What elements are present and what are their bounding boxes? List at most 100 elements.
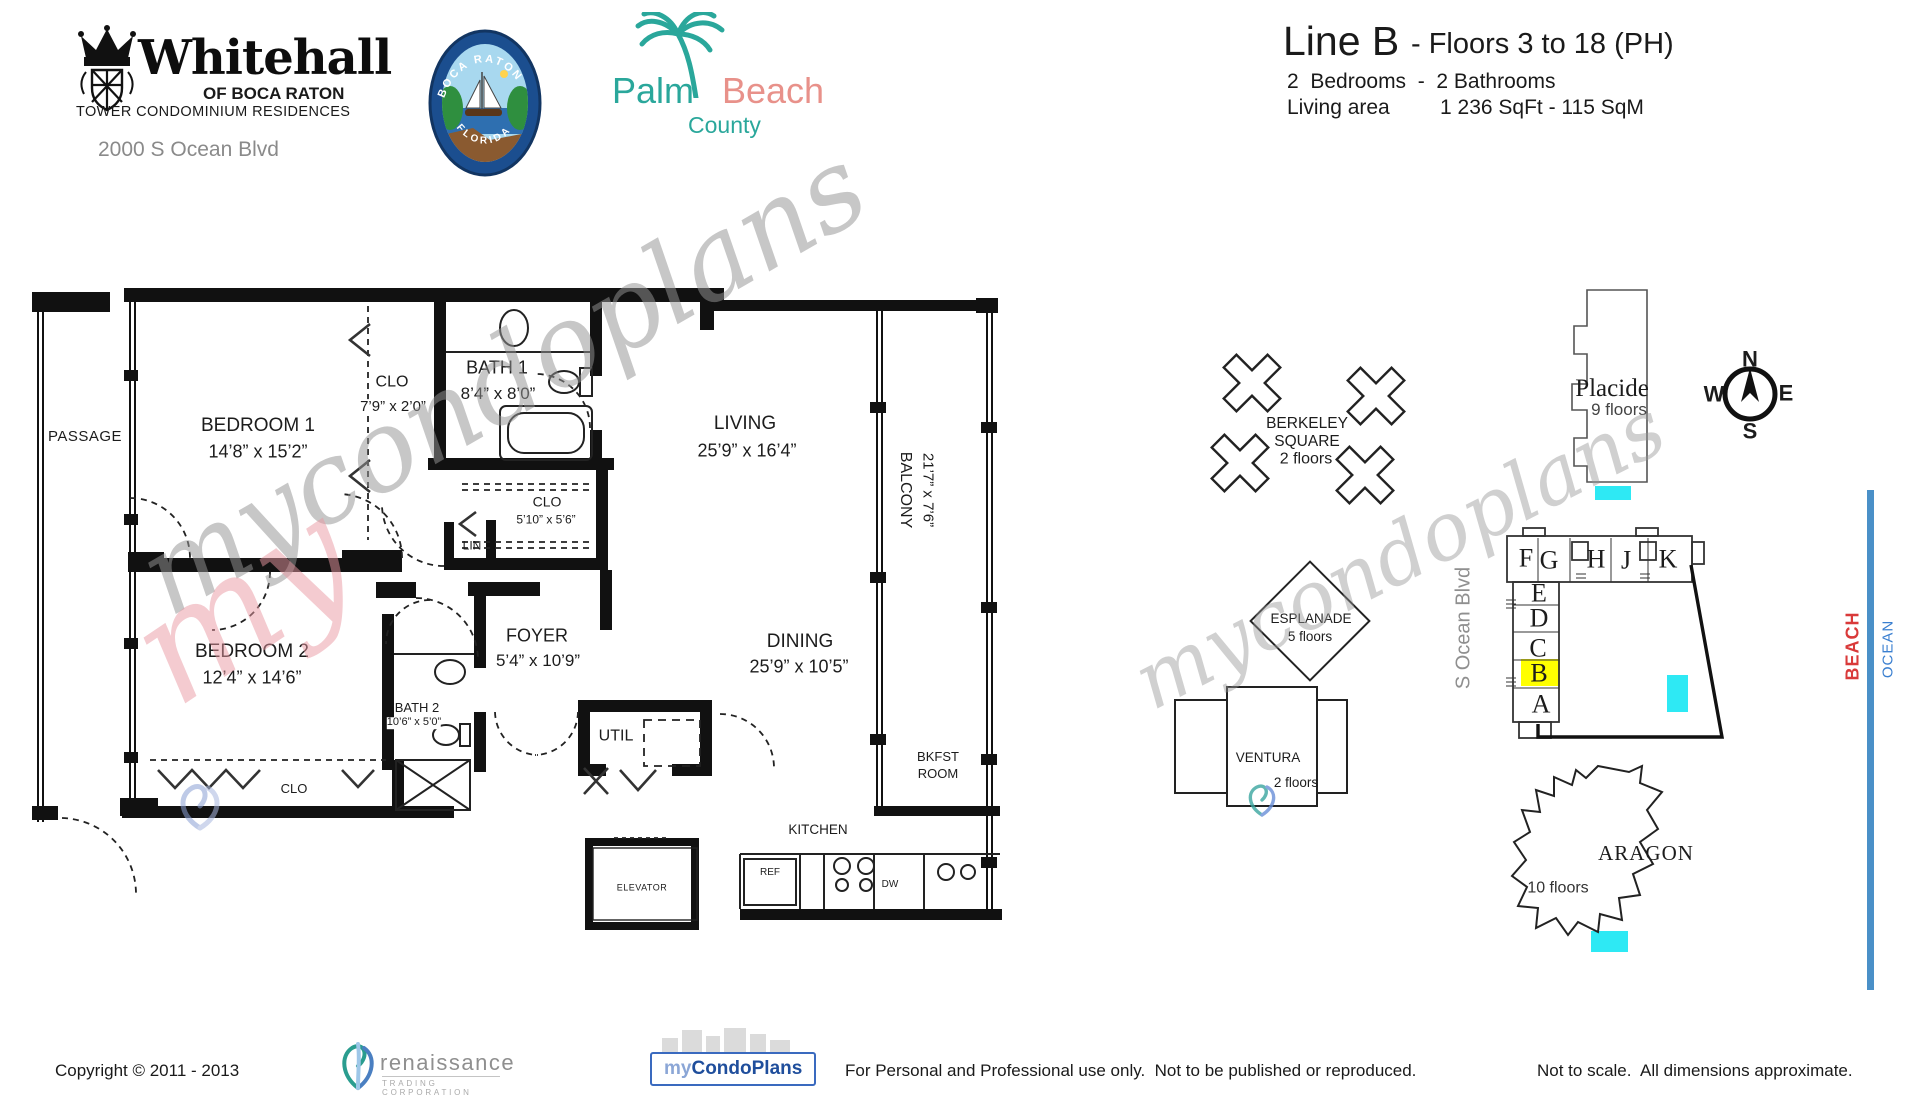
- room-elevator: ELEVATOR: [616, 882, 668, 893]
- unit-a: A: [1531, 689, 1551, 719]
- palm-word: Palm: [612, 70, 695, 111]
- room-dining: DINING: [766, 631, 834, 653]
- renaissance-name: renaissance: [380, 1050, 516, 1075]
- title-living-value: 1 236 SqFt - 115 SqM: [1440, 96, 1644, 119]
- county-word: County: [688, 112, 761, 138]
- watermark-flower-icon: [180, 784, 220, 831]
- esplanade-label-2: 5 floors: [1287, 628, 1333, 644]
- compass-n: N: [1742, 346, 1758, 372]
- unit-g: G: [1539, 545, 1559, 575]
- skyline-icon: [662, 1028, 790, 1054]
- unit-f: F: [1518, 543, 1534, 573]
- room-balcony-dims: 21’7” x 7’6”: [919, 452, 937, 528]
- esplanade-building: [1249, 560, 1371, 682]
- boca-raton-seal-icon: BOCA RATON FLORIDA: [428, 29, 542, 177]
- pools: [1591, 486, 1688, 952]
- usage-text: For Personal and Professional use only. …: [845, 1061, 1417, 1080]
- title-bedbath: 2 Bedrooms - 2 Bathrooms: [1287, 70, 1556, 93]
- ocean-label: OCEAN: [1879, 619, 1897, 679]
- placide-building: [1571, 289, 1648, 483]
- copyright-text: Copyright © 2011 - 2013: [55, 1061, 240, 1080]
- room-lin: LIN: [462, 538, 482, 553]
- room-bath1-dims: 8’4” x 8’0”: [460, 384, 536, 404]
- title-living-label: Living area: [1287, 96, 1390, 119]
- compass-s: S: [1742, 418, 1758, 444]
- room-util: UTIL: [598, 727, 634, 745]
- whitehall-building: [1506, 527, 1725, 739]
- window-ticks: [124, 370, 997, 868]
- room-passage: PASSAGE: [47, 428, 123, 446]
- room-bkfst-line2: ROOM: [917, 766, 959, 782]
- renaissance-flower-icon: [342, 1042, 374, 1090]
- room-bkfst-line1: BKFST: [917, 749, 959, 765]
- ventura-label-1: VENTURA: [1235, 749, 1301, 765]
- floorplan-drawing: [32, 288, 1002, 930]
- appliance-dw: DW: [881, 878, 899, 891]
- footer: Copyright © 2011 - 2013 renaissance TRAD…: [0, 1020, 1920, 1108]
- brand-residences: TOWER CONDOMINIUM RESIDENCES: [76, 104, 351, 120]
- brand-address: 2000 S Ocean Blvd: [98, 138, 279, 161]
- berkeley-label-3: 2 floors: [1279, 450, 1333, 468]
- room-foyer-dims: 5’4” x 10’9”: [495, 651, 581, 671]
- placide-label: Placide: [1575, 374, 1649, 402]
- unit-b-highlight: [1521, 659, 1560, 686]
- room-clo2-dims: 5’10” x 5’6”: [516, 512, 576, 527]
- room-clo3: CLO: [280, 781, 308, 797]
- placide-floors: 9 floors: [1591, 400, 1647, 420]
- room-living: LIVING: [713, 413, 777, 435]
- unit-c: C: [1529, 633, 1547, 663]
- unit-d: D: [1529, 603, 1549, 633]
- room-bath1: BATH 1: [466, 357, 528, 378]
- header: Whitehall OF BOCA RATON TOWER CONDOMINIU…: [0, 0, 1920, 180]
- title-floors: - Floors 3 to 18 (PH): [1411, 28, 1674, 60]
- room-foyer: FOYER: [505, 625, 569, 646]
- renaissance-subtitle: TRADING CORPORATION: [382, 1076, 500, 1097]
- dashed-elements: [61, 306, 775, 895]
- room-balcony: BALCONY: [897, 451, 914, 529]
- whitehall-crest-icon: [78, 25, 136, 112]
- mycondoplans-rest: CondoPlans: [691, 1058, 803, 1079]
- unit-h: H: [1586, 544, 1606, 574]
- aragon-label: ARAGON: [1598, 840, 1694, 865]
- shoreline: [1867, 490, 1874, 990]
- palm-tree-icon: [635, 12, 725, 98]
- beach-label: BEACH: [1842, 611, 1863, 681]
- room-kitchen: KITCHEN: [788, 821, 848, 837]
- room-dining-dims: 25’9” x 10’5”: [749, 656, 849, 677]
- disclaimer-text: Not to scale. All dimensions approximate…: [1537, 1061, 1853, 1080]
- mycondoplans-my: my: [664, 1058, 692, 1079]
- berkeley-label-1: BERKELEY: [1266, 414, 1348, 432]
- room-bedroom1: BEDROOM 1: [200, 415, 316, 437]
- siteplan-drawing: [1174, 289, 1874, 990]
- compass-icon: [1722, 366, 1778, 422]
- appliance-ref: REF: [760, 866, 780, 878]
- mycondoplans-logo: myCondoPlans: [650, 1052, 817, 1086]
- room-bedroom1-dims: 14’8” x 15’2”: [208, 441, 308, 462]
- ventura-flower-icon: [1248, 784, 1276, 817]
- aragon-floors: 10 floors: [1527, 879, 1589, 897]
- unit-k: K: [1658, 544, 1678, 574]
- unit-j: J: [1620, 545, 1632, 575]
- window-walls: [37, 302, 993, 910]
- room-bath2: BATH 2: [394, 700, 440, 716]
- room-living-dims: 25’9” x 16’4”: [697, 440, 797, 461]
- room-bath2-dims: 10’6” x 5’0”: [386, 716, 442, 729]
- room-bedroom2-dims: 12’4” x 14’6”: [202, 667, 302, 688]
- ventura-label-2: 2 floors: [1273, 774, 1319, 790]
- room-clo2: CLO: [532, 493, 562, 510]
- unit-b: B: [1530, 658, 1548, 688]
- room-clo1: CLO: [375, 373, 409, 392]
- fixtures: [394, 309, 1000, 921]
- room-bedroom2: BEDROOM 2: [194, 641, 310, 663]
- unit-e: E: [1531, 578, 1547, 608]
- aragon-building: [1510, 764, 1664, 937]
- street-label: S Ocean Blvd: [1452, 566, 1475, 690]
- room-clo1-dims: 7’9” x 2’0”: [360, 398, 426, 416]
- berkeley-label-2: SQUARE: [1274, 432, 1340, 450]
- esplanade-label-1: ESPLANADE: [1270, 610, 1352, 626]
- brand-name: Whitehall: [138, 30, 392, 86]
- page-title: Line B: [1283, 18, 1400, 64]
- compass-w: W: [1703, 381, 1725, 407]
- compass-e: E: [1778, 380, 1794, 406]
